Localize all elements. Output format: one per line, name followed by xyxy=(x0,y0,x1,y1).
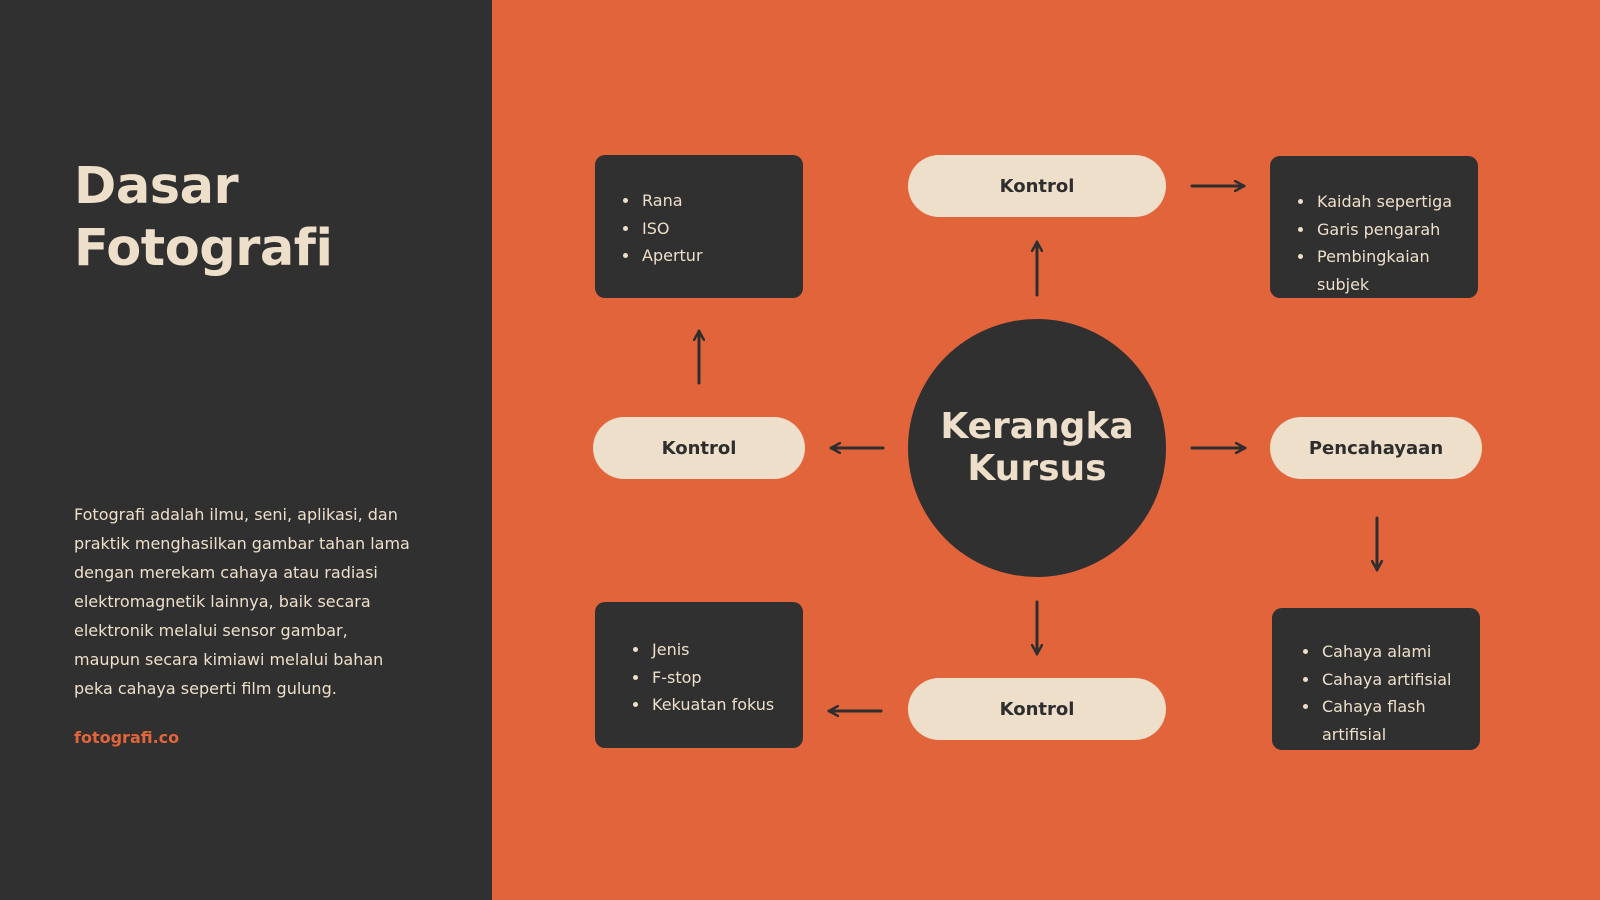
box-bottom-right-list: Cahaya alami Cahaya artifisial Cahaya fl… xyxy=(1302,638,1480,748)
page-title: Dasar Fotografi xyxy=(74,156,333,280)
list-item: Pembingkaian subjek xyxy=(1315,243,1478,298)
list-item: Kaidah sepertiga xyxy=(1315,188,1478,216)
list-item: Apertur xyxy=(640,242,803,270)
box-top-left-list: Rana ISO Apertur xyxy=(622,187,803,270)
sidebar-panel xyxy=(0,0,492,900)
list-item: Jenis xyxy=(650,636,803,664)
list-item: Cahaya flash artifisial xyxy=(1320,693,1480,748)
list-item: Cahaya artifisial xyxy=(1320,666,1480,694)
node-right: Pencahayaan xyxy=(1270,417,1482,479)
list-item: F-stop xyxy=(650,664,803,692)
website-link[interactable]: fotografi.co xyxy=(74,728,180,747)
list-item: Cahaya alami xyxy=(1320,638,1480,666)
center-hub: Kerangka Kursus xyxy=(908,319,1166,577)
list-item: Kekuatan fokus xyxy=(650,691,803,719)
hub-line-1: Kerangka xyxy=(940,406,1134,447)
list-item: Rana xyxy=(640,187,803,215)
page-title-line-2: Fotografi xyxy=(74,219,333,278)
box-top-left: Rana ISO Apertur xyxy=(595,155,803,298)
box-bottom-right: Cahaya alami Cahaya artifisial Cahaya fl… xyxy=(1272,608,1480,750)
node-bottom: Kontrol xyxy=(908,678,1166,740)
list-item: Garis pengarah xyxy=(1315,216,1478,244)
box-bottom-left: Jenis F-stop Kekuatan fokus xyxy=(595,602,803,748)
page-title-line-1: Dasar xyxy=(74,157,239,216)
box-bottom-left-list: Jenis F-stop Kekuatan fokus xyxy=(632,636,803,719)
description-text: Fotografi adalah ilmu, seni, aplikasi, d… xyxy=(74,505,410,698)
box-top-right-list: Kaidah sepertiga Garis pengarah Pembingk… xyxy=(1297,188,1478,298)
hub-line-2: Kursus xyxy=(967,448,1107,489)
list-item: ISO xyxy=(640,215,803,243)
node-left: Kontrol xyxy=(593,417,805,479)
node-top: Kontrol xyxy=(908,155,1166,217)
box-top-right: Kaidah sepertiga Garis pengarah Pembingk… xyxy=(1270,156,1478,298)
